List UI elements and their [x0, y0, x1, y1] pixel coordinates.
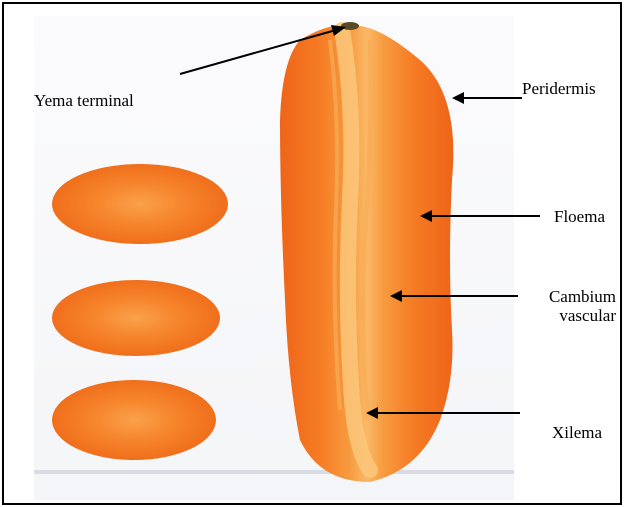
terminal-bud — [341, 22, 359, 30]
carrot-slice-top — [52, 164, 228, 244]
label-peridermis: Peridermis — [522, 80, 596, 99]
carrot-slice-middle — [52, 280, 220, 356]
label-xilema: Xilema — [552, 424, 602, 443]
label-cambium-vascular: Cambium vascular — [506, 288, 616, 325]
label-cambium-line2: vascular — [506, 307, 616, 326]
arrow-peridermis — [452, 92, 522, 104]
carrot-slice-bottom — [52, 380, 216, 460]
label-yema-terminal: Yema terminal — [34, 92, 134, 111]
label-cambium-line1: Cambium — [506, 288, 616, 307]
label-floema: Floema — [554, 208, 605, 227]
